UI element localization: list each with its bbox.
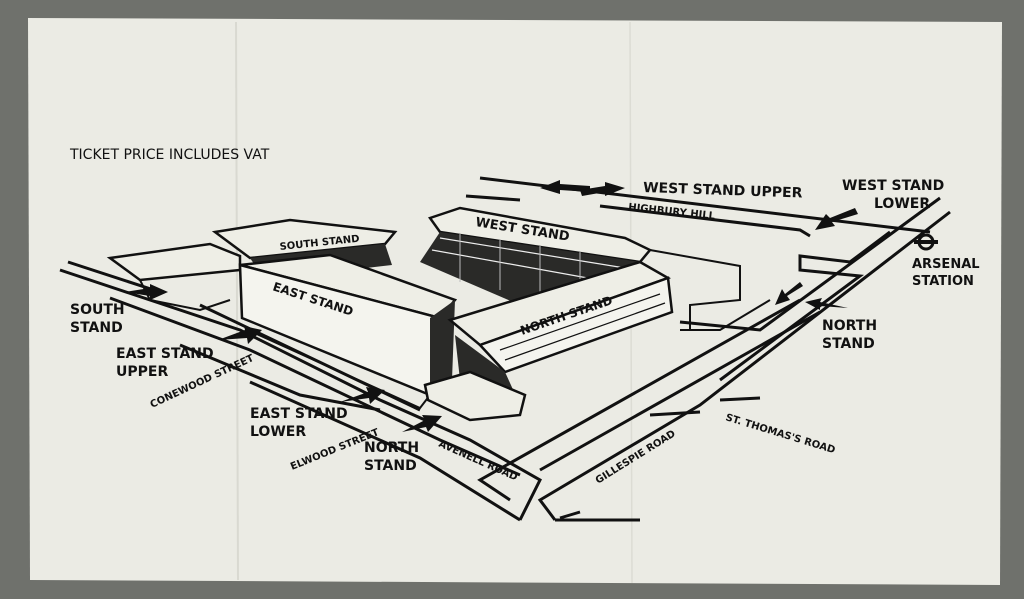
west-stand-upper-label: WEST STAND UPPER [643,180,803,202]
entrance-arrows [125,180,858,432]
south-stand-entrance-line2: STAND [70,320,123,336]
arrow-icon [125,284,168,300]
vat-note: TICKET PRICE INCLUDES VAT [69,147,270,163]
gillespie-road [477,298,801,502]
east-stand-upper-line2: UPPER [116,364,168,380]
arrow-icon [218,326,262,344]
arrow-icon [805,298,848,310]
street-network [59,176,951,522]
arrow-icon [340,387,385,404]
north-stand-structure [423,260,674,422]
west-stand-lower-label-line1: WEST STAND [842,178,944,194]
west-stand-lower-label-line2: LOWER [874,196,930,212]
east-stand-upper-line1: EAST STAND [116,346,214,362]
east-stand-lower-line2: LOWER [250,424,306,440]
arrow-icon [815,208,858,230]
north-stand-right-line2: STAND [822,336,875,352]
south-stand-entrance-line1: SOUTH [70,302,125,318]
north-stand-entrance-line2: STAND [364,458,417,474]
underground-roundel-icon [914,233,938,251]
west-stand-structure [420,206,652,305]
arsenal-station-line1: ARSENAL [912,257,980,272]
paper-fold [235,21,239,581]
north-stand-entrance-line1: NORTH [364,440,419,456]
north-stand-right-line1: NORTH [822,318,877,334]
east-stand-structure [238,253,458,410]
arrow-icon [580,182,625,196]
arsenal-station-line2: STATION [912,274,974,289]
arrow-icon [402,415,442,432]
east-stand-lower-line1: EAST STAND [250,406,348,422]
east-road [679,196,941,332]
stadium-drawing [106,206,674,422]
arrow-icon [775,282,803,305]
arrow-icon [540,180,590,194]
